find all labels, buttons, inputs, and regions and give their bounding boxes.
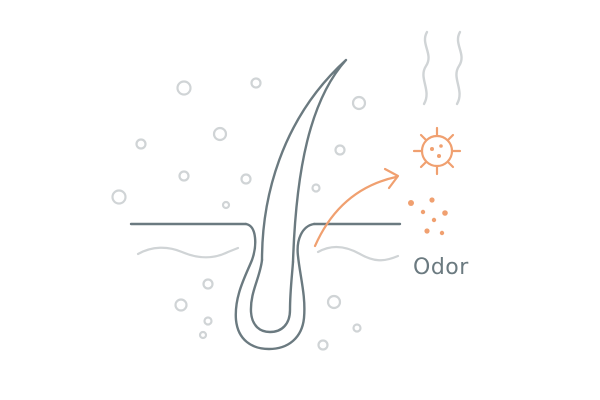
bubble [178, 170, 190, 182]
bubble [334, 144, 346, 156]
bubble [135, 138, 147, 150]
hair-follicle-icon [234, 58, 348, 351]
bubble [240, 173, 252, 185]
odor-label: Odor [413, 255, 469, 280]
bubble [202, 278, 214, 290]
bubble [250, 77, 262, 89]
bubble [351, 95, 367, 111]
bubble [326, 294, 342, 310]
bubble [221, 200, 231, 210]
skin-wave-line [136, 245, 400, 262]
bubble [111, 189, 127, 205]
bubble [311, 183, 321, 193]
bubble [176, 80, 192, 96]
spore-dots [408, 197, 448, 236]
bubble [198, 330, 208, 340]
bubble [352, 323, 362, 333]
bubble [203, 316, 213, 326]
bubble [212, 126, 228, 142]
odor-wave-icon [422, 30, 463, 106]
bubble [174, 298, 188, 312]
bacterium-icon [412, 126, 462, 176]
curved-arrow-icon [313, 167, 400, 248]
bubble-group [111, 77, 367, 351]
bubble [317, 339, 329, 351]
